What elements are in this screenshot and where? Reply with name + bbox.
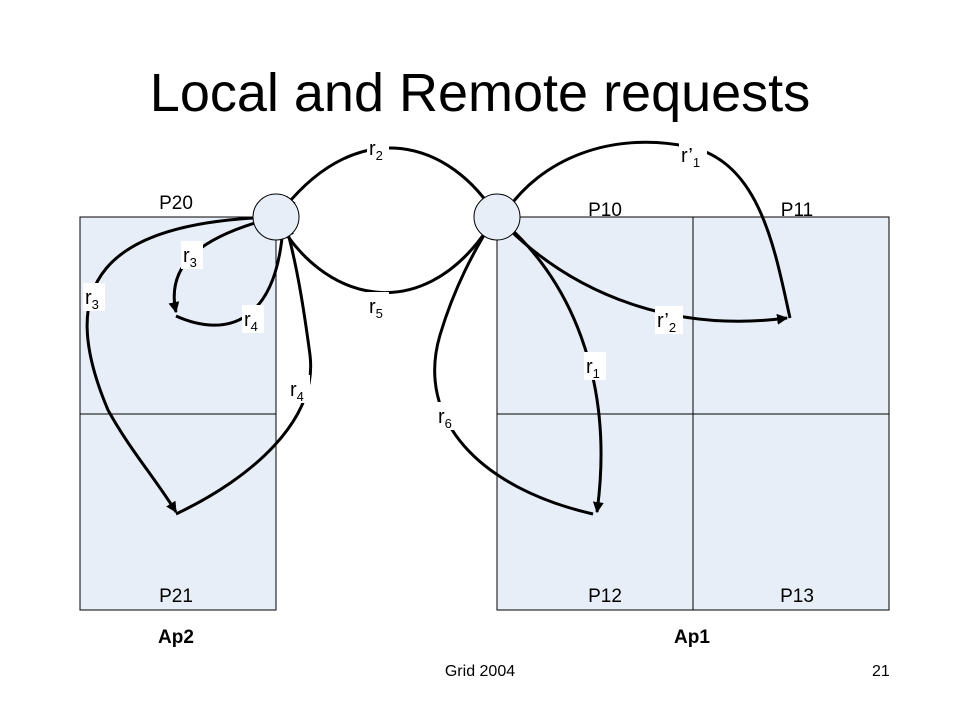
arrow-r3-outer (85, 215, 277, 513)
request-label-r4-outer: r4 (288, 375, 310, 404)
svg-text:r3: r3 (85, 287, 99, 312)
svg-text:r2: r2 (369, 138, 383, 163)
label-p10: P10 (588, 200, 622, 221)
request-label-r4-inner: r4 (242, 305, 264, 334)
request-label-rp1: r’1 (679, 141, 707, 170)
request-label-r2: r2 (367, 134, 389, 163)
svg-text:r5: r5 (369, 296, 383, 321)
label-p21: P21 (159, 586, 193, 607)
label-p11: P11 (781, 200, 813, 221)
label-p13: P13 (780, 586, 814, 607)
request-label-r6: r6 (436, 402, 458, 431)
svg-text:r4: r4 (244, 309, 258, 334)
hub-ap2 (252, 193, 300, 241)
request-label-r3-outer: r3 (83, 283, 105, 312)
svg-text:r’2: r’2 (657, 310, 676, 335)
arrow-r4-outer (175, 224, 313, 516)
label-ap1: Ap1 (674, 627, 710, 648)
footer-event: Grid 2004 (444, 663, 516, 680)
arrow-r1 (496, 215, 604, 514)
svg-text:r’1: r’1 (681, 145, 700, 170)
request-label-r1: r1 (584, 352, 606, 381)
arrow-r5 (274, 216, 491, 295)
arrow-r2 (283, 146, 499, 218)
slide-number: 21 (872, 663, 890, 680)
arrow-r6 (433, 224, 594, 516)
svg-text:r4: r4 (290, 379, 304, 404)
request-label-rp2: r’2 (655, 306, 683, 335)
label-ap2: Ap2 (158, 627, 194, 648)
svg-text:r6: r6 (438, 406, 452, 431)
svg-text:r3: r3 (183, 245, 197, 270)
svg-text:r1: r1 (586, 356, 600, 381)
request-label-r3-inner: r3 (181, 241, 203, 270)
hub-ap1 (473, 193, 521, 241)
label-p12: P12 (588, 586, 622, 607)
label-p20: P20 (159, 193, 193, 214)
slide-title: Local and Remote requests (149, 63, 811, 123)
request-label-r5: r5 (367, 292, 389, 321)
